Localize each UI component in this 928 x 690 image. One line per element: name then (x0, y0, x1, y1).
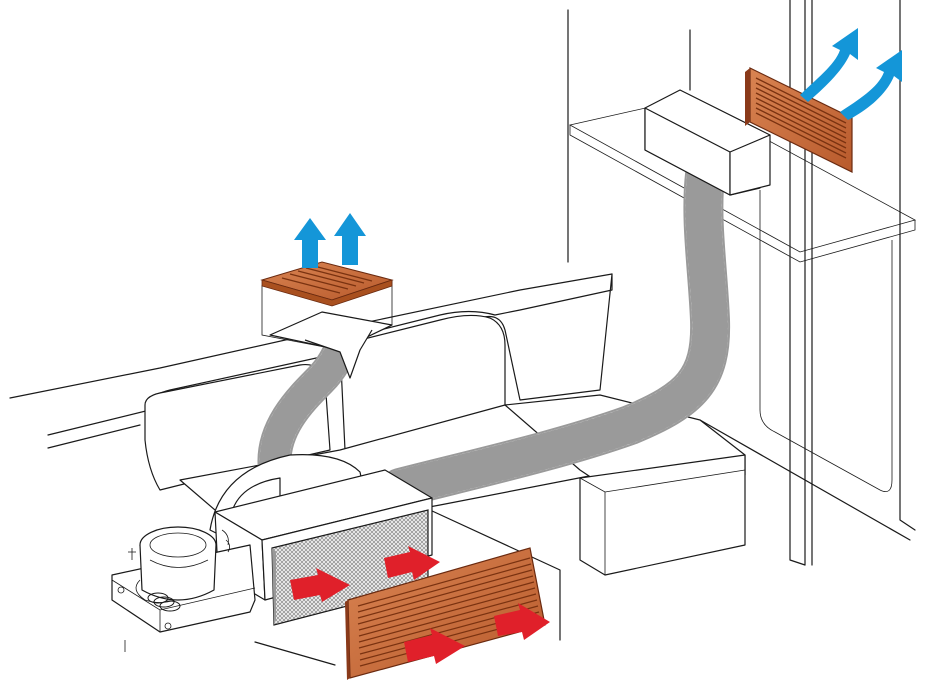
compressor (128, 526, 217, 603)
ceiling-supply-outlet (260, 213, 394, 379)
return-arrow-icon (290, 546, 550, 664)
grille-icon (345, 547, 546, 680)
air-conditioner-unit (111, 454, 433, 633)
grille-icon (745, 67, 853, 173)
flexible-duct-right (380, 155, 731, 508)
grille-icon (260, 261, 394, 307)
return-air-grille (345, 547, 546, 680)
supply-arrow-icon (294, 213, 366, 268)
wall-supply-outlet (644, 28, 902, 196)
supply-arrow-icon (800, 28, 902, 120)
